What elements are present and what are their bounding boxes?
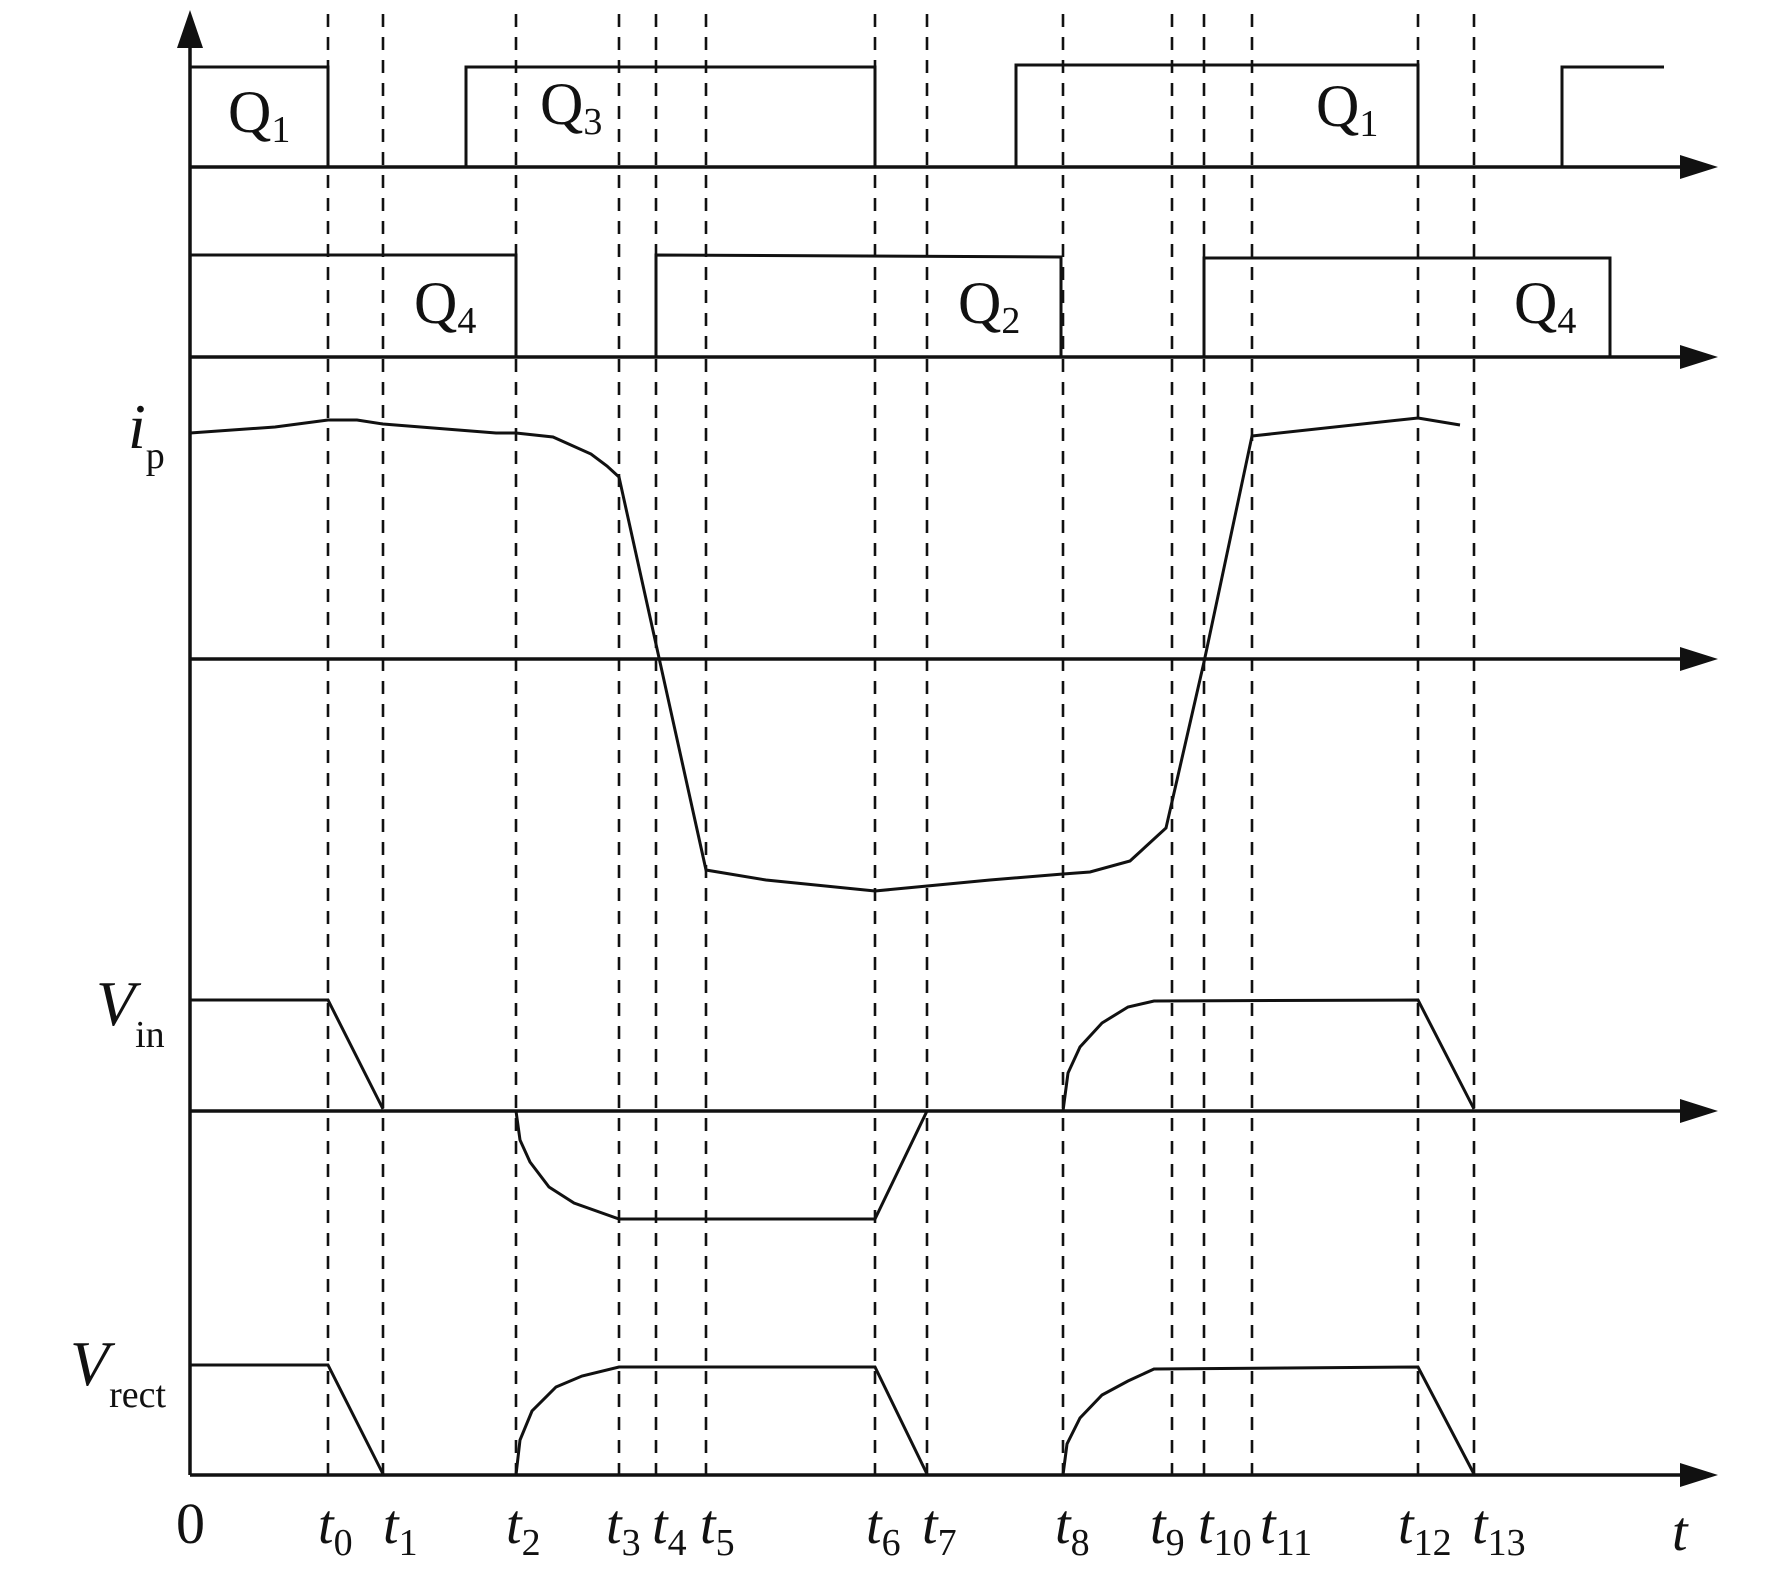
- gate-label-q2: Q2: [958, 270, 1020, 342]
- time-label-t0: t0: [318, 1494, 353, 1564]
- time-marker-lines: [326, 14, 1476, 1475]
- horizontal-axes: [190, 155, 1718, 1487]
- gate-q1-q3-axis: [190, 155, 1718, 179]
- gate-q2-q4-waveform: [190, 253, 1612, 357]
- time-label-t2: t2: [506, 1494, 541, 1564]
- vin-zero-axis: [190, 1099, 1718, 1123]
- time-label-t11: t11: [1260, 1494, 1312, 1564]
- time-label-t9: t9: [1150, 1494, 1185, 1564]
- signal-label-vrect: Vrect: [70, 1328, 166, 1416]
- time-axis: [190, 1463, 1718, 1487]
- primary-current-waveform: [189, 416, 1461, 893]
- time-label-t12: t12: [1398, 1494, 1452, 1564]
- time-label-t3: t3: [606, 1494, 641, 1564]
- gate-label-q4-first: Q4: [414, 270, 476, 342]
- input-voltage-waveform: [190, 998, 1476, 1221]
- time-label-t5: t5: [700, 1494, 735, 1564]
- gate-label-q1-second: Q1: [1316, 73, 1378, 145]
- time-label-t8: t8: [1055, 1494, 1090, 1564]
- time-label-t4: t4: [652, 1494, 687, 1564]
- signal-label-vin: Vin: [96, 968, 165, 1056]
- time-axis-label: t: [1672, 1501, 1689, 1563]
- gate-label-q3: Q3: [540, 71, 602, 143]
- rectifier-voltage-waveform: [190, 1363, 1476, 1476]
- signal-labels: ip Vin Vrect: [70, 391, 166, 1416]
- gate-q1-q3-waveform: [190, 63, 1664, 167]
- gate-q2-q4-axis: [190, 345, 1718, 369]
- time-label-t1: t1: [383, 1494, 418, 1564]
- vertical-axis: [177, 10, 203, 1475]
- time-mark-labels: t0 t1 t2 t3 t4 t5 t6 t7 t8 t9 t10 t11 t1…: [318, 1494, 1526, 1564]
- origin-label: 0: [176, 1491, 205, 1556]
- signal-label-ip: ip: [128, 391, 165, 477]
- time-label-t7: t7: [922, 1494, 957, 1564]
- gate-labels: Q1 Q3 Q1 Q4 Q2 Q4: [228, 71, 1576, 342]
- gate-label-q4-second: Q4: [1514, 270, 1576, 342]
- time-label-t6: t6: [866, 1494, 901, 1564]
- current-zero-axis: [190, 647, 1718, 671]
- gate-label-q1-first: Q1: [228, 79, 290, 151]
- time-label-t10: t10: [1198, 1494, 1252, 1564]
- time-label-t13: t13: [1472, 1494, 1526, 1564]
